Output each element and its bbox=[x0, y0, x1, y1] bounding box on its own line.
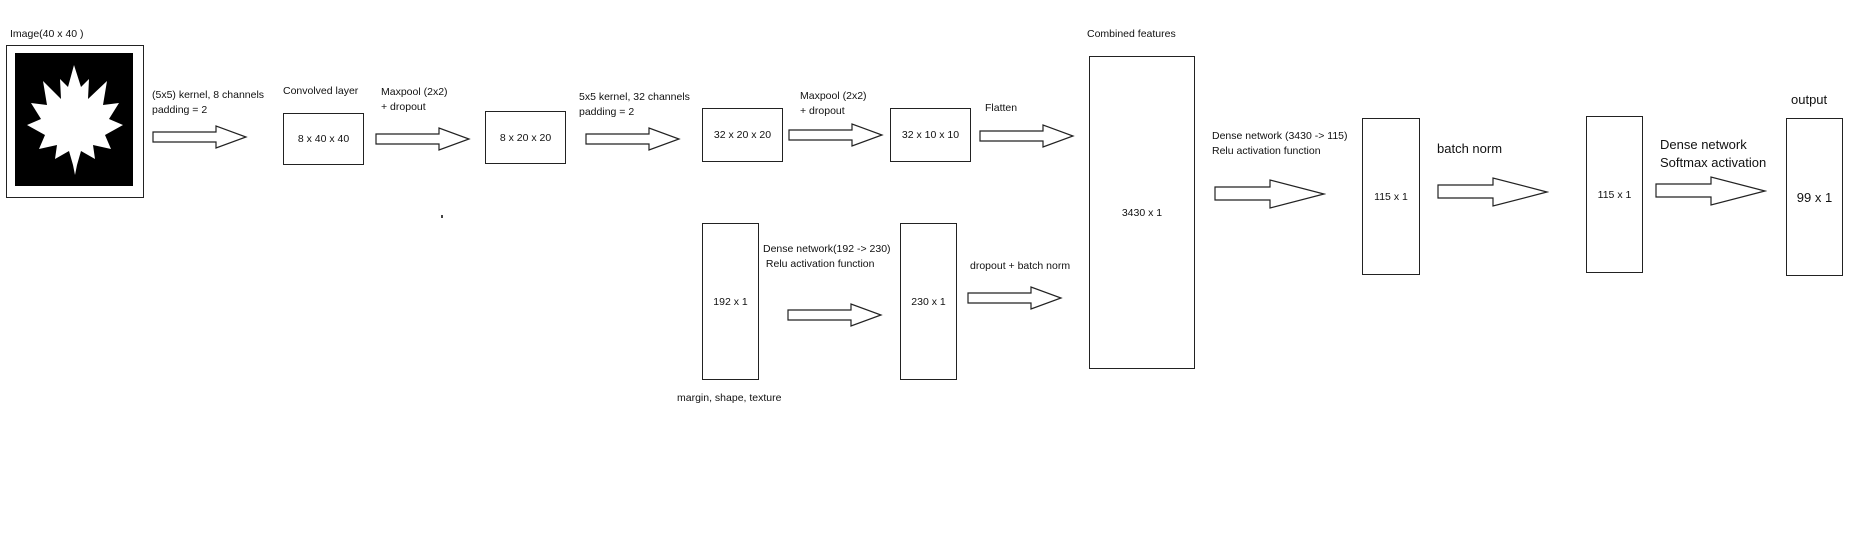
box-3430x1: 3430 x 1 bbox=[1089, 56, 1195, 369]
box-230x1: 230 x 1 bbox=[900, 223, 957, 380]
box-115x1-a: 115 x 1 bbox=[1362, 118, 1420, 275]
box-99x1: 99 x 1 bbox=[1786, 118, 1843, 276]
box-115x1-b: 115 x 1 bbox=[1586, 116, 1643, 273]
dense1-label: Dense network (3430 -> 115) Relu activat… bbox=[1212, 130, 1348, 157]
dropout-bn-label: dropout + batch norm bbox=[970, 260, 1071, 272]
arrow-5 bbox=[979, 124, 1075, 148]
box-32x20x20: 32 x 20 x 20 bbox=[702, 108, 783, 162]
batch-norm-label: batch norm bbox=[1437, 141, 1503, 156]
conv1-title: Convolved layer bbox=[283, 85, 359, 97]
conv2-label: 5x5 kernel, 32 channels padding = 2 bbox=[579, 91, 690, 118]
arrow-6 bbox=[1214, 179, 1326, 209]
arrow-10 bbox=[967, 286, 1063, 310]
box-8x40x40: 8 x 40 x 40 bbox=[283, 113, 364, 165]
box-192x1: 192 x 1 bbox=[702, 223, 759, 380]
maple-leaf-icon bbox=[15, 53, 133, 186]
arrow-2 bbox=[375, 127, 471, 151]
arrow-3 bbox=[585, 127, 681, 151]
conv1-label: (5x5) kernel, 8 channels padding = 2 bbox=[152, 89, 265, 116]
dense-side-label: Dense network(192 -> 230) Relu activatio… bbox=[763, 243, 891, 270]
stray-mark bbox=[441, 215, 443, 218]
box-32x10x10: 32 x 10 x 10 bbox=[890, 108, 971, 162]
arrow-7 bbox=[1437, 177, 1549, 207]
output-title: output bbox=[1791, 92, 1828, 107]
pool1-label: Maxpool (2x2) + dropout bbox=[381, 86, 448, 113]
dense-out-label: Dense network Softmax activation bbox=[1660, 137, 1767, 170]
input-title: Image(40 x 40 ) bbox=[10, 28, 84, 40]
flatten-label: Flatten bbox=[985, 102, 1018, 114]
arrow-9 bbox=[787, 303, 883, 327]
pool2-label: Maxpool (2x2) + dropout bbox=[800, 90, 867, 117]
arrow-4 bbox=[788, 123, 884, 147]
side-caption: margin, shape, texture bbox=[677, 392, 782, 404]
arrow-8 bbox=[1655, 176, 1767, 206]
combined-title: Combined features bbox=[1087, 28, 1176, 40]
arrow-1 bbox=[152, 125, 248, 149]
box-8x20x20: 8 x 20 x 20 bbox=[485, 111, 566, 164]
